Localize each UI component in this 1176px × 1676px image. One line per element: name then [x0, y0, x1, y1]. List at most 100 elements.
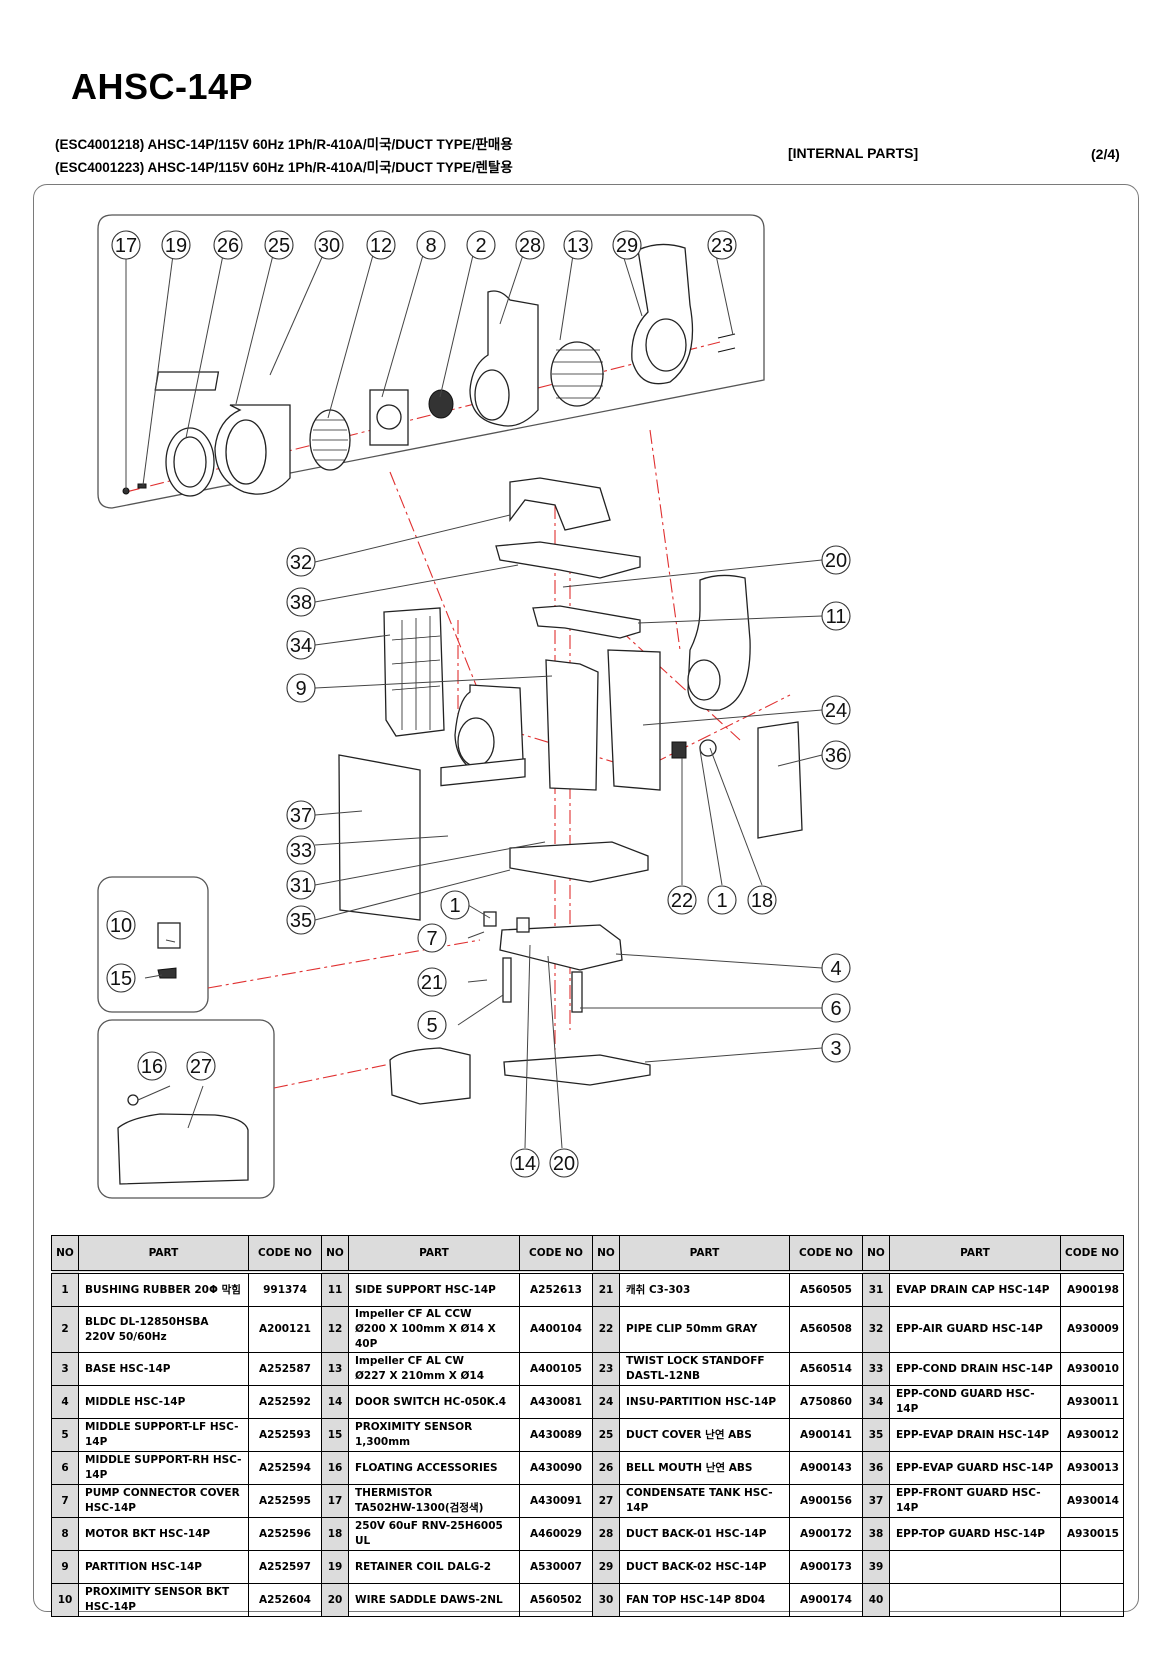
part-number-cell: 23 [592, 1352, 620, 1386]
part-name-cell: PROXIMITY SENSOR BKT HSC-14P [78, 1583, 249, 1617]
part-number-cell: 36 [862, 1451, 890, 1485]
part-code-cell: 991374 [248, 1271, 322, 1307]
part-code-cell: A252593 [248, 1418, 322, 1452]
part-name-cell: TWIST LOCK STANDOFF DASTL-12NB [619, 1352, 790, 1386]
part-name-cell: BUSHING RUBBER 20Φ 막힘 [78, 1271, 249, 1307]
part-number-cell: 19 [321, 1550, 349, 1584]
part-code-cell: A930015 [1060, 1517, 1124, 1551]
part-name-cell: DUCT BACK-02 HSC-14P [619, 1550, 790, 1584]
subtitle-line-2: (ESC4001223) AHSC-14P/115V 60Hz 1Ph/R-41… [55, 160, 513, 175]
part-name-cell: DUCT COVER 난연 ABS [619, 1418, 790, 1452]
part-number-cell: 7 [51, 1484, 79, 1518]
part-name-cell: MIDDLE SUPPORT-LF HSC-14P [78, 1418, 249, 1452]
part-number-cell: 4 [51, 1385, 79, 1419]
part-code-cell: A930010 [1060, 1352, 1124, 1386]
part-number-cell: 17 [321, 1484, 349, 1518]
part-code-cell [1060, 1550, 1124, 1584]
part-number-cell: 5 [51, 1418, 79, 1452]
part-code-cell: A560505 [789, 1271, 863, 1307]
part-name-cell: 250V 60uF RNV-25H6005 UL [348, 1517, 520, 1551]
part-code-cell: A900143 [789, 1451, 863, 1485]
part-code-cell: A252604 [248, 1583, 322, 1617]
part-name-cell: Impeller CF AL CCW Ø200 X 100mm X Ø14 X … [348, 1306, 520, 1353]
column-header: CODE NO [519, 1235, 593, 1274]
part-code-cell: A252597 [248, 1550, 322, 1584]
part-name-cell [889, 1583, 1061, 1617]
page-indicator: (2/4) [1091, 146, 1120, 162]
part-code-cell: A930013 [1060, 1451, 1124, 1485]
part-number-cell: 39 [862, 1550, 890, 1584]
part-number-cell: 30 [592, 1583, 620, 1617]
part-name-cell: SIDE SUPPORT HSC-14P [348, 1271, 520, 1307]
part-name-cell: THERMISTOR TA502HW-1300(검정색) [348, 1484, 520, 1518]
part-number-cell: 29 [592, 1550, 620, 1584]
part-number-cell: 28 [592, 1517, 620, 1551]
part-number-cell: 27 [592, 1484, 620, 1518]
part-name-cell: EVAP DRAIN CAP HSC-14P [889, 1271, 1061, 1307]
section-label: [INTERNAL PARTS] [788, 145, 919, 161]
part-code-cell: A252587 [248, 1352, 322, 1386]
part-code-cell: A900198 [1060, 1271, 1124, 1307]
part-name-cell: DUCT BACK-01 HSC-14P [619, 1517, 790, 1551]
column-header: PART [619, 1235, 790, 1274]
part-name-cell: RETAINER COIL DALG-2 [348, 1550, 520, 1584]
part-code-cell: A430091 [519, 1484, 593, 1518]
part-name-cell: MIDDLE HSC-14P [78, 1385, 249, 1419]
part-name-cell: EPP-EVAP DRAIN HSC-14P [889, 1418, 1061, 1452]
model-title: AHSC-14P [71, 66, 254, 107]
column-header: CODE NO [1060, 1235, 1124, 1274]
part-code-cell: A430089 [519, 1418, 593, 1452]
column-header: NO [51, 1235, 79, 1274]
part-code-cell [1060, 1583, 1124, 1617]
part-number-cell: 35 [862, 1418, 890, 1452]
part-number-cell: 40 [862, 1583, 890, 1617]
part-name-cell: BASE HSC-14P [78, 1352, 249, 1386]
part-code-cell: A560514 [789, 1352, 863, 1386]
part-name-cell: PIPE CLIP 50mm GRAY [619, 1306, 790, 1353]
part-number-cell: 21 [592, 1271, 620, 1307]
part-name-cell: PARTITION HSC-14P [78, 1550, 249, 1584]
part-name-cell: INSU-PARTITION HSC-14P [619, 1385, 790, 1419]
part-number-cell: 13 [321, 1352, 349, 1386]
part-code-cell: A252594 [248, 1451, 322, 1485]
part-number-cell: 34 [862, 1385, 890, 1419]
part-number-cell: 2 [51, 1306, 79, 1353]
part-number-cell: 16 [321, 1451, 349, 1485]
column-header: PART [889, 1235, 1061, 1274]
part-code-cell: A530007 [519, 1550, 593, 1584]
column-header: CODE NO [789, 1235, 863, 1274]
part-code-cell: A252592 [248, 1385, 322, 1419]
part-name-cell: BLDC DL-12850HSBA 220V 50/60Hz [78, 1306, 249, 1353]
part-number-cell: 20 [321, 1583, 349, 1617]
column-header: CODE NO [248, 1235, 322, 1274]
part-code-cell: A560502 [519, 1583, 593, 1617]
part-name-cell: PUMP CONNECTOR COVER HSC-14P [78, 1484, 249, 1518]
subtitle-line-1: (ESC4001218) AHSC-14P/115V 60Hz 1Ph/R-41… [55, 137, 513, 152]
part-number-cell: 11 [321, 1271, 349, 1307]
part-number-cell: 6 [51, 1451, 79, 1485]
part-code-cell: A930011 [1060, 1385, 1124, 1419]
part-name-cell: EPP-COND DRAIN HSC-14P [889, 1352, 1061, 1386]
part-code-cell: A400105 [519, 1352, 593, 1386]
part-code-cell: A900173 [789, 1550, 863, 1584]
part-number-cell: 18 [321, 1517, 349, 1551]
part-name-cell: MIDDLE SUPPORT-RH HSC-14P [78, 1451, 249, 1485]
part-number-cell: 14 [321, 1385, 349, 1419]
part-name-cell: WIRE SADDLE DAWS-2NL [348, 1583, 520, 1617]
part-name-cell: FLOATING ACCESSORIES [348, 1451, 520, 1485]
part-code-cell: A460029 [519, 1517, 593, 1551]
part-code-cell: A900172 [789, 1517, 863, 1551]
part-code-cell: A930012 [1060, 1418, 1124, 1452]
column-header: NO [862, 1235, 890, 1274]
part-name-cell: EPP-EVAP GUARD HSC-14P [889, 1451, 1061, 1485]
